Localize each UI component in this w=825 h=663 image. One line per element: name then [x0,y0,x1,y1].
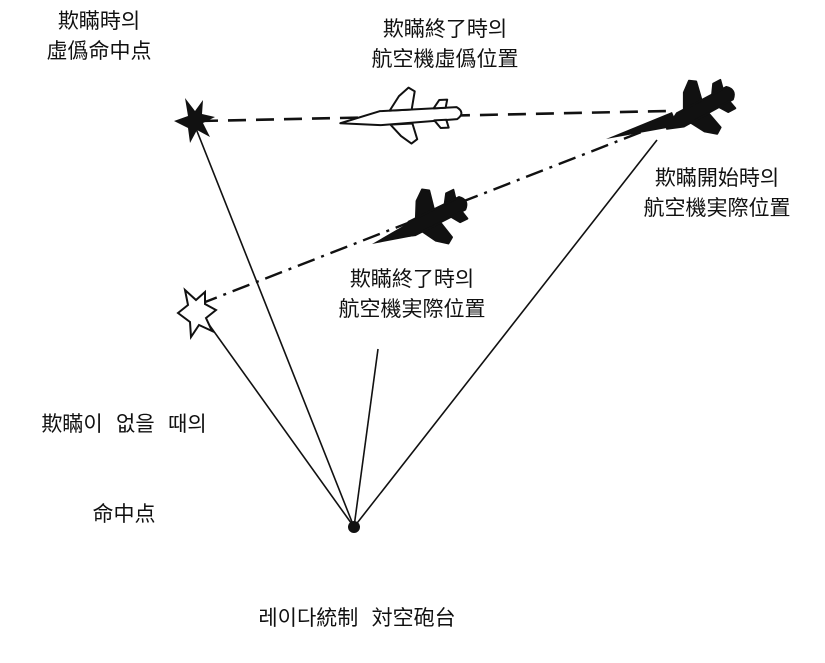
aircraft-actual-end-icon [397,188,469,245]
label-line: 欺瞞時의 [57,9,141,33]
label-jam-end-actual-position: 欺瞞終了時의 航空機実際位置 [302,264,522,324]
label-line: 航空機虛僞位置 [371,47,519,71]
label-line: 欺瞞終了時의 [382,17,508,41]
aircraft-false-position-icon [339,86,463,145]
label-jam-false-hit-point: 欺瞞時의 虛僞命中点 [14,6,184,66]
label-line: 欺瞞終了時의 [349,267,475,291]
false-hit-point-star-icon [174,98,215,143]
label-radar-site: 레이다統制 対空砲台 [226,543,488,663]
label-line: 命中点 [92,502,156,526]
label-line: 레이다統制 対空砲台 [258,606,456,630]
label-line: 航空機実際位置 [643,196,791,220]
label-line: 航空機実際位置 [338,297,486,321]
label-line: 虛僞命中点 [46,39,152,63]
radar-line-to-actual-start [353,139,658,528]
label-line: 欺瞞開始時의 [654,166,780,190]
label-line: 欺瞞이 없을 때의 [41,412,207,436]
radar-site-dot-icon [348,521,360,533]
radar-line-to-no-jam-point [199,311,355,528]
aircraft-actual-start-icon [665,78,737,135]
radar-line-to-actual-end [353,348,379,528]
label-jam-start-actual-position: 欺瞞開始時의 航空機実際位置 [612,163,822,223]
actual-start-contrail [606,112,678,139]
true-hit-point-star-icon [176,287,218,341]
radar-line-to-false-point [192,120,355,528]
diagram-canvas [174,78,737,533]
label-no-jam-hit-point: 欺瞞이 없을 때의 命中点 [6,349,242,559]
label-jam-end-false-position: 欺瞞終了時의 航空機虛僞位置 [340,14,550,74]
